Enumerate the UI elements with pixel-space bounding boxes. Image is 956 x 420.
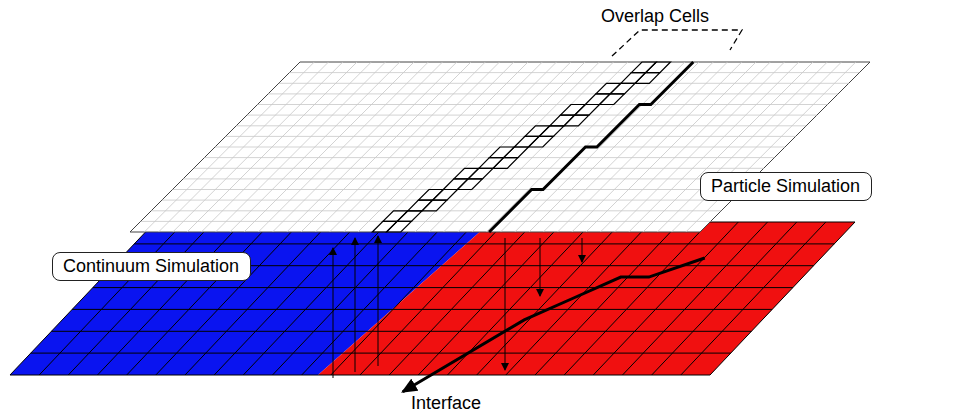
drawing-stroke [93,287,793,288]
drawing-stroke [156,222,301,375]
overlap-cell [564,115,589,126]
overlap-cell [372,221,397,232]
overlap-cell [454,168,479,179]
drawing-stroke [185,222,330,375]
drawing-stroke [31,353,731,354]
drawing-stroke [593,222,738,375]
coupling-arrow-up [355,238,356,372]
coupling-arrow-down [540,238,541,296]
drawing-stroke [268,93,838,94]
coupling-arrow-up [378,236,379,366]
overlap-cell [585,94,610,105]
continuum-plane [10,222,855,392]
label-text: Overlap Cells [601,6,709,26]
drawing-stroke [258,104,828,105]
overlap-cell [443,179,468,190]
overlap-label: Overlap Cells [598,6,712,27]
drawing-stroke [302,222,447,375]
label-text: Interface [411,393,481,413]
label-box: Continuum Simulation [52,252,251,281]
overlap-cell [575,105,600,116]
drawing-stroke [652,222,797,375]
overlap-cell [458,179,483,190]
drawing-stroke [72,309,772,310]
overlap-cell [422,200,447,211]
drawing-stroke [214,222,359,375]
drawing-stroke [247,115,817,116]
overlap-cell [610,83,635,94]
coupling-arrow-down [582,238,583,262]
particle-plane [130,62,870,232]
coupling-arrow-down [505,238,506,370]
drawing-stroke [98,222,243,375]
overlap-cell [397,211,422,222]
drawing-stroke [226,136,796,137]
drawing-stroke [10,222,155,375]
drawing-stroke [418,222,563,375]
particle-plane-outline [130,62,870,232]
overlap-cell [408,200,433,211]
overlap-cell [529,136,554,147]
overlap-cell [468,168,493,179]
overlap-cell [433,190,458,201]
interface-label: Interface [408,393,484,414]
drawing-stroke [564,222,709,375]
overlap-cell [621,73,646,84]
overlap-cell [550,115,575,126]
overlap-cell [635,73,660,84]
overlap-cell [525,126,550,137]
overlap-cell [646,62,671,73]
overlap-cell [539,126,564,137]
drawing-stroke [710,222,855,375]
drawing-stroke [681,222,826,375]
continuum-region-right [318,222,855,375]
drawing-stroke [289,72,859,73]
box-label: Particle Simulation [711,176,860,196]
drawing-stroke [273,222,418,375]
overlap-cell [560,105,585,116]
drawing-stroke [68,222,213,375]
overlap-bracket [612,30,742,56]
overlap-cell [493,158,518,169]
overlap-cell [479,158,504,169]
label-box: Particle Simulation [700,172,872,201]
interface-line [403,258,705,392]
drawing-stroke [39,222,184,375]
overlap-cell [514,136,539,147]
overlap-cell [596,83,621,94]
drawing-stroke [279,83,849,84]
overlap-cell [600,94,625,105]
coupling-arrows [333,236,582,378]
overlap-cell [387,221,412,232]
overlap-cell [631,62,656,73]
drawing-stroke [535,222,680,375]
box-label: Continuum Simulation [63,256,239,276]
drawing-stroke [134,243,834,244]
overlap-cell [504,147,529,158]
drawing-stroke [236,125,806,126]
drawing-stroke [10,375,710,376]
drawing-stroke [141,221,711,222]
drawing-stroke [127,222,272,375]
overlap-cell [418,190,443,201]
interface-line [489,62,693,232]
drawing-stroke [623,222,768,375]
overlap-cell [383,211,408,222]
overlap-cell [489,147,514,158]
drawing-stroke [506,222,651,375]
coupling-arrow-up [333,248,334,378]
drawing-stroke [331,222,476,375]
drawing-stroke [243,222,388,375]
drawing-stroke [51,331,751,332]
drawing-stroke [360,222,505,375]
drawing-stroke [389,222,534,375]
drawing-stroke [477,222,622,375]
